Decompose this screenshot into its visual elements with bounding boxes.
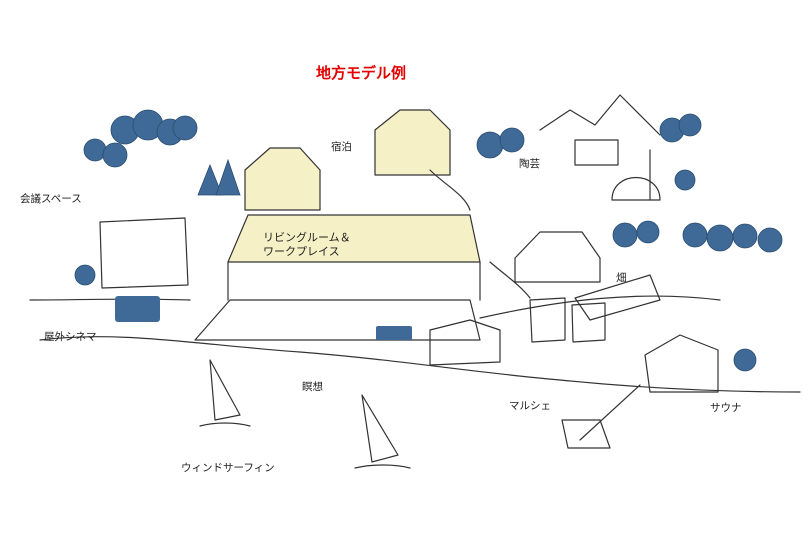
label-marche: マルシェ bbox=[509, 400, 551, 412]
label-living-room-line2: ワークプレイス bbox=[263, 245, 340, 258]
label-meeting-space: 会議スペース bbox=[20, 193, 82, 205]
label-pottery: 陶芸 bbox=[519, 158, 540, 170]
label-windsurfing: ウィンドサーフィン bbox=[181, 462, 275, 474]
page-title: 地方モデル例 bbox=[316, 64, 407, 82]
label-sauna: サウナ bbox=[710, 402, 742, 414]
label-lodging: 宿泊 bbox=[331, 141, 352, 153]
label-field: 畑 bbox=[616, 272, 627, 284]
label-living-room-line1: リビングルーム＆ bbox=[263, 231, 351, 244]
label-outdoor-cinema: 屋外シネマ bbox=[44, 331, 97, 343]
label-meditation: 瞑想 bbox=[302, 381, 323, 393]
